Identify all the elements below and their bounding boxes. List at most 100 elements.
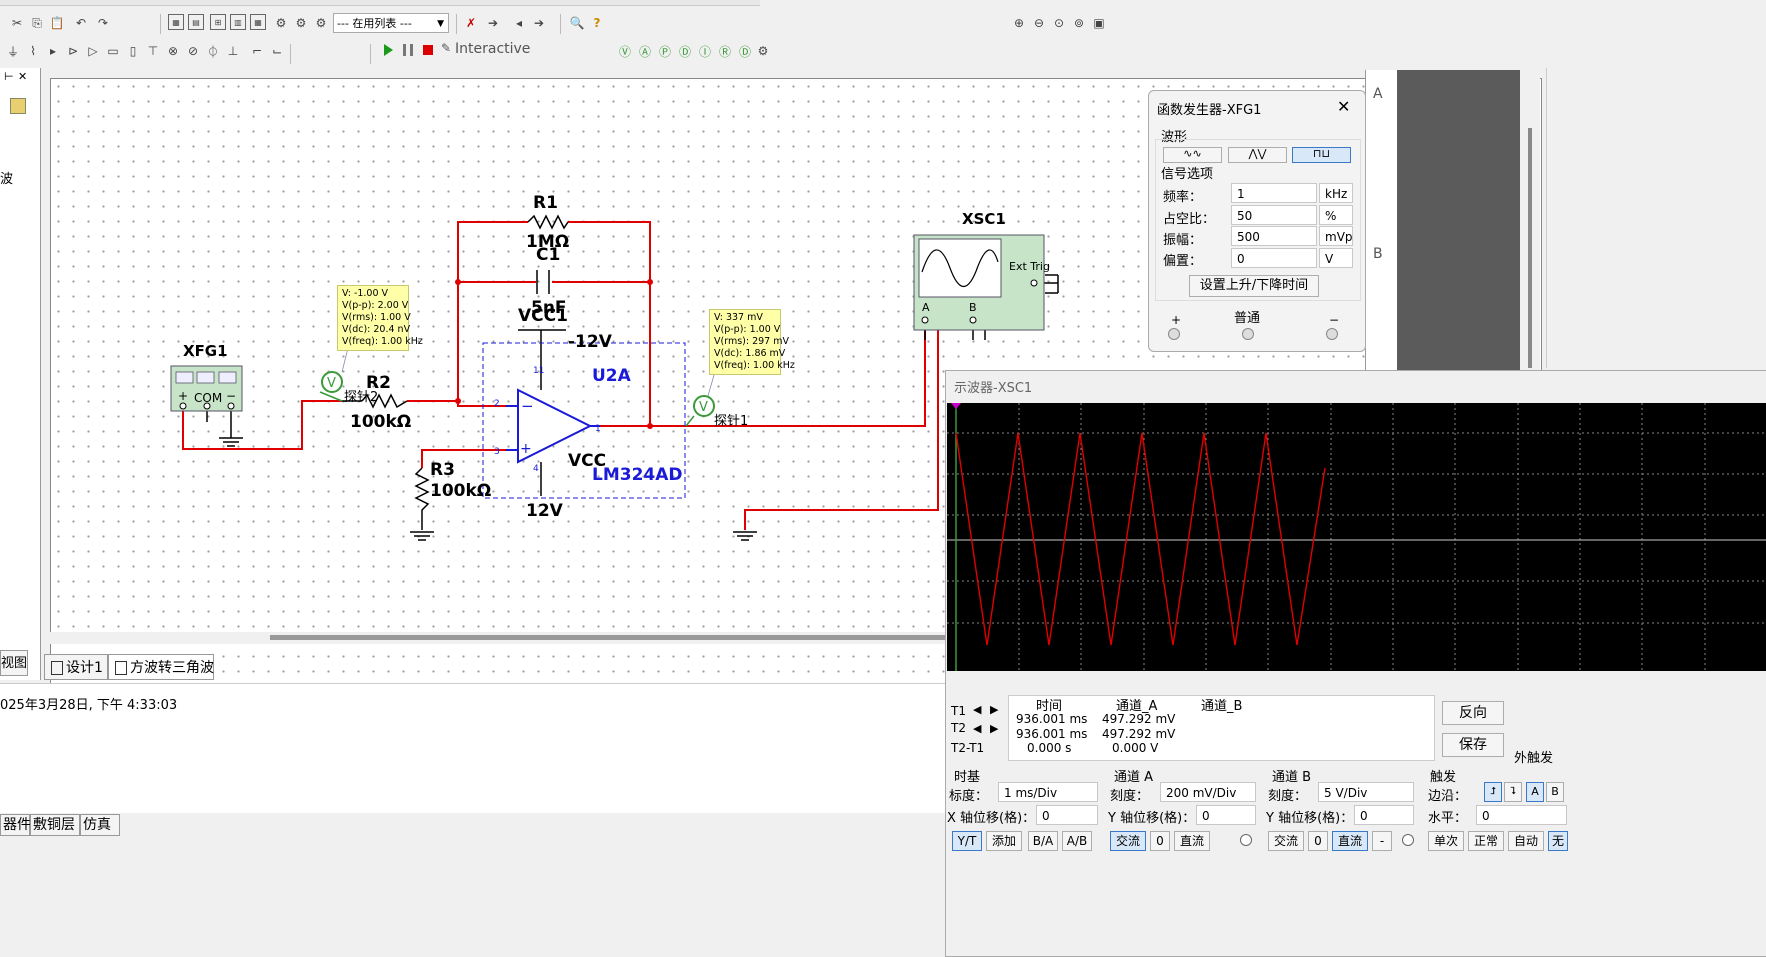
zoom-out-icon[interactable]: ⊖	[1033, 16, 1045, 30]
stop-icon[interactable]	[423, 45, 433, 55]
zoom-area-icon[interactable]: ⊙	[1053, 16, 1065, 30]
forward-annotate-icon[interactable]: ➔	[487, 16, 499, 30]
component3-icon[interactable]: ⚙	[315, 16, 327, 30]
zoom-sheet-icon[interactable]: ⊚	[1073, 16, 1085, 30]
vcc1-label[interactable]: VCC1	[518, 306, 568, 326]
timebase-scale-input[interactable]: 1 ms/Div	[998, 782, 1098, 802]
tab-components[interactable]: 器件	[0, 814, 31, 836]
c1-value[interactable]: 5nF	[531, 298, 567, 318]
chB-ac-button[interactable]: 交流	[1268, 831, 1304, 851]
ab-button[interactable]: A/B	[1062, 831, 1092, 851]
cut-icon[interactable]: ✂	[11, 16, 23, 30]
spreadsheet-icon[interactable]: ▤	[188, 14, 204, 30]
square-wave-button[interactable]: ⊓⊔	[1292, 147, 1351, 163]
horizontal-scroll-thumb[interactable]	[270, 635, 945, 640]
probe-ref-icon[interactable]: Ⓡ	[718, 44, 731, 59]
rise-fall-button[interactable]: 设置上升/下降时间	[1189, 275, 1319, 297]
amp-input[interactable]: 500	[1231, 226, 1317, 246]
tab-square-triangle[interactable]: 方波转三角波	[108, 654, 214, 680]
place-source-icon[interactable]: ⏚	[6, 44, 19, 59]
panel-close-icon[interactable]: ✕	[18, 70, 28, 83]
help-icon[interactable]: ?	[593, 16, 601, 30]
fullscreen-icon[interactable]: ▣	[1093, 16, 1105, 30]
probe-pen-icon[interactable]: ✎	[441, 41, 452, 55]
fg-minus-terminal[interactable]	[1326, 328, 1338, 340]
r1-value[interactable]: 1MΩ	[526, 232, 570, 252]
freq-input[interactable]: 1	[1231, 183, 1317, 203]
duty-input[interactable]: 50	[1231, 205, 1317, 225]
tab-copper[interactable]: 敷铜层	[30, 814, 80, 836]
xsc1-label[interactable]: XSC1	[962, 210, 1006, 228]
chB-offset-input[interactable]: 0	[1354, 805, 1414, 825]
t2-left-arrow[interactable]: ◀	[973, 722, 982, 735]
triangle-wave-button[interactable]: ⋀⋁	[1228, 147, 1287, 163]
neg12-label[interactable]: -12V	[568, 332, 612, 352]
t1-right-arrow[interactable]: ▶	[990, 703, 999, 716]
freq-unit[interactable]: kHz	[1319, 183, 1353, 203]
u2a-label[interactable]: U2A	[592, 366, 631, 386]
chA-ac-button[interactable]: 交流	[1110, 831, 1146, 851]
place-diode-icon[interactable]: ▸	[49, 44, 57, 58]
chA-offset-input[interactable]: 0	[1196, 805, 1256, 825]
offset-unit[interactable]: V	[1319, 248, 1353, 268]
vertical-scroll-thumb[interactable]	[1528, 128, 1532, 368]
probe2-label[interactable]: 探针2	[344, 390, 379, 405]
erc-icon[interactable]: ✗	[465, 16, 477, 30]
pause-icon[interactable]	[403, 44, 413, 56]
t2-right-arrow[interactable]: ▶	[990, 722, 999, 735]
fg-common-terminal[interactable]	[1242, 328, 1254, 340]
falling-edge-button[interactable]: ⮧	[1504, 782, 1522, 802]
chB-dc-button[interactable]: 直流	[1332, 831, 1368, 851]
c1-name[interactable]: C1	[536, 245, 561, 265]
chA-dc-button[interactable]: 直流	[1174, 831, 1210, 851]
db-icon[interactable]: ▦	[250, 14, 266, 30]
paste-icon[interactable]: 📋	[49, 16, 65, 30]
probe-v-icon[interactable]: Ⓥ	[618, 44, 631, 59]
chA-radio[interactable]	[1240, 834, 1252, 846]
place-ttl-icon[interactable]: ▭	[107, 44, 119, 58]
r3-value[interactable]: 100kΩ	[430, 481, 492, 501]
probe-cur-icon[interactable]: Ⓘ	[698, 44, 711, 59]
xfg1-label[interactable]: XFG1	[183, 342, 228, 360]
place-hier-icon[interactable]: ⌙	[271, 44, 283, 58]
yt-button[interactable]: Y/T	[952, 831, 982, 851]
chart-icon[interactable]: ▥	[230, 14, 246, 30]
grapher-icon[interactable]: ⊞	[210, 14, 226, 30]
probe-settings-icon[interactable]: ⚙	[757, 44, 769, 58]
find-icon[interactable]: 🔍	[569, 16, 585, 30]
chA-scale-input[interactable]: 200 mV/Div	[1160, 782, 1256, 802]
lm324-label[interactable]: LM324AD	[592, 465, 683, 485]
zoom-in-icon[interactable]: ⊕	[1013, 16, 1025, 30]
component-icon[interactable]: ⚙	[275, 16, 287, 30]
reverse-button[interactable]: 反向	[1442, 701, 1504, 725]
chB-minus-button[interactable]: -	[1372, 831, 1392, 851]
in-use-list-select[interactable]: --- 在用列表 --- ▼	[333, 13, 449, 33]
probe-digital-icon[interactable]: Ⓓ	[738, 44, 751, 59]
osc-screen[interactable]	[947, 403, 1766, 671]
r2-value[interactable]: 100kΩ	[350, 412, 412, 432]
ba-button[interactable]: B/A	[1028, 831, 1058, 851]
place-cmos-icon[interactable]: ▯	[129, 44, 137, 58]
copy-icon[interactable]: ⎘	[32, 15, 42, 30]
add-button[interactable]: 添加	[986, 831, 1022, 851]
place-transistor-icon[interactable]: ⊳	[67, 44, 79, 58]
fg-plus-terminal[interactable]	[1168, 328, 1180, 340]
level-input[interactable]: 0	[1476, 805, 1567, 825]
place-indicator-icon[interactable]: ⊘	[187, 44, 199, 58]
edge-a-button[interactable]: A	[1526, 782, 1544, 802]
place-rf-icon[interactable]: ⊥	[227, 44, 239, 58]
redo-icon[interactable]: ↷	[97, 16, 109, 30]
auto-button[interactable]: 自动	[1508, 831, 1544, 851]
chB-scale-input[interactable]: 5 V/Div	[1318, 782, 1414, 802]
edge-b-button[interactable]: B	[1546, 782, 1564, 802]
chB-zero-button[interactable]: 0	[1308, 831, 1328, 851]
place-analog-icon[interactable]: ▷	[88, 44, 98, 58]
chB-radio[interactable]	[1402, 834, 1414, 846]
tab-simulation[interactable]: 仿真	[80, 814, 120, 836]
normal-button[interactable]: 正常	[1468, 831, 1504, 851]
r2-name[interactable]: R2	[366, 373, 391, 393]
place-mixed-icon[interactable]: ⊗	[167, 44, 179, 58]
probe1-label[interactable]: 探针1	[714, 414, 749, 429]
duty-unit[interactable]: %	[1319, 205, 1353, 225]
t1-left-arrow[interactable]: ◀	[973, 703, 982, 716]
